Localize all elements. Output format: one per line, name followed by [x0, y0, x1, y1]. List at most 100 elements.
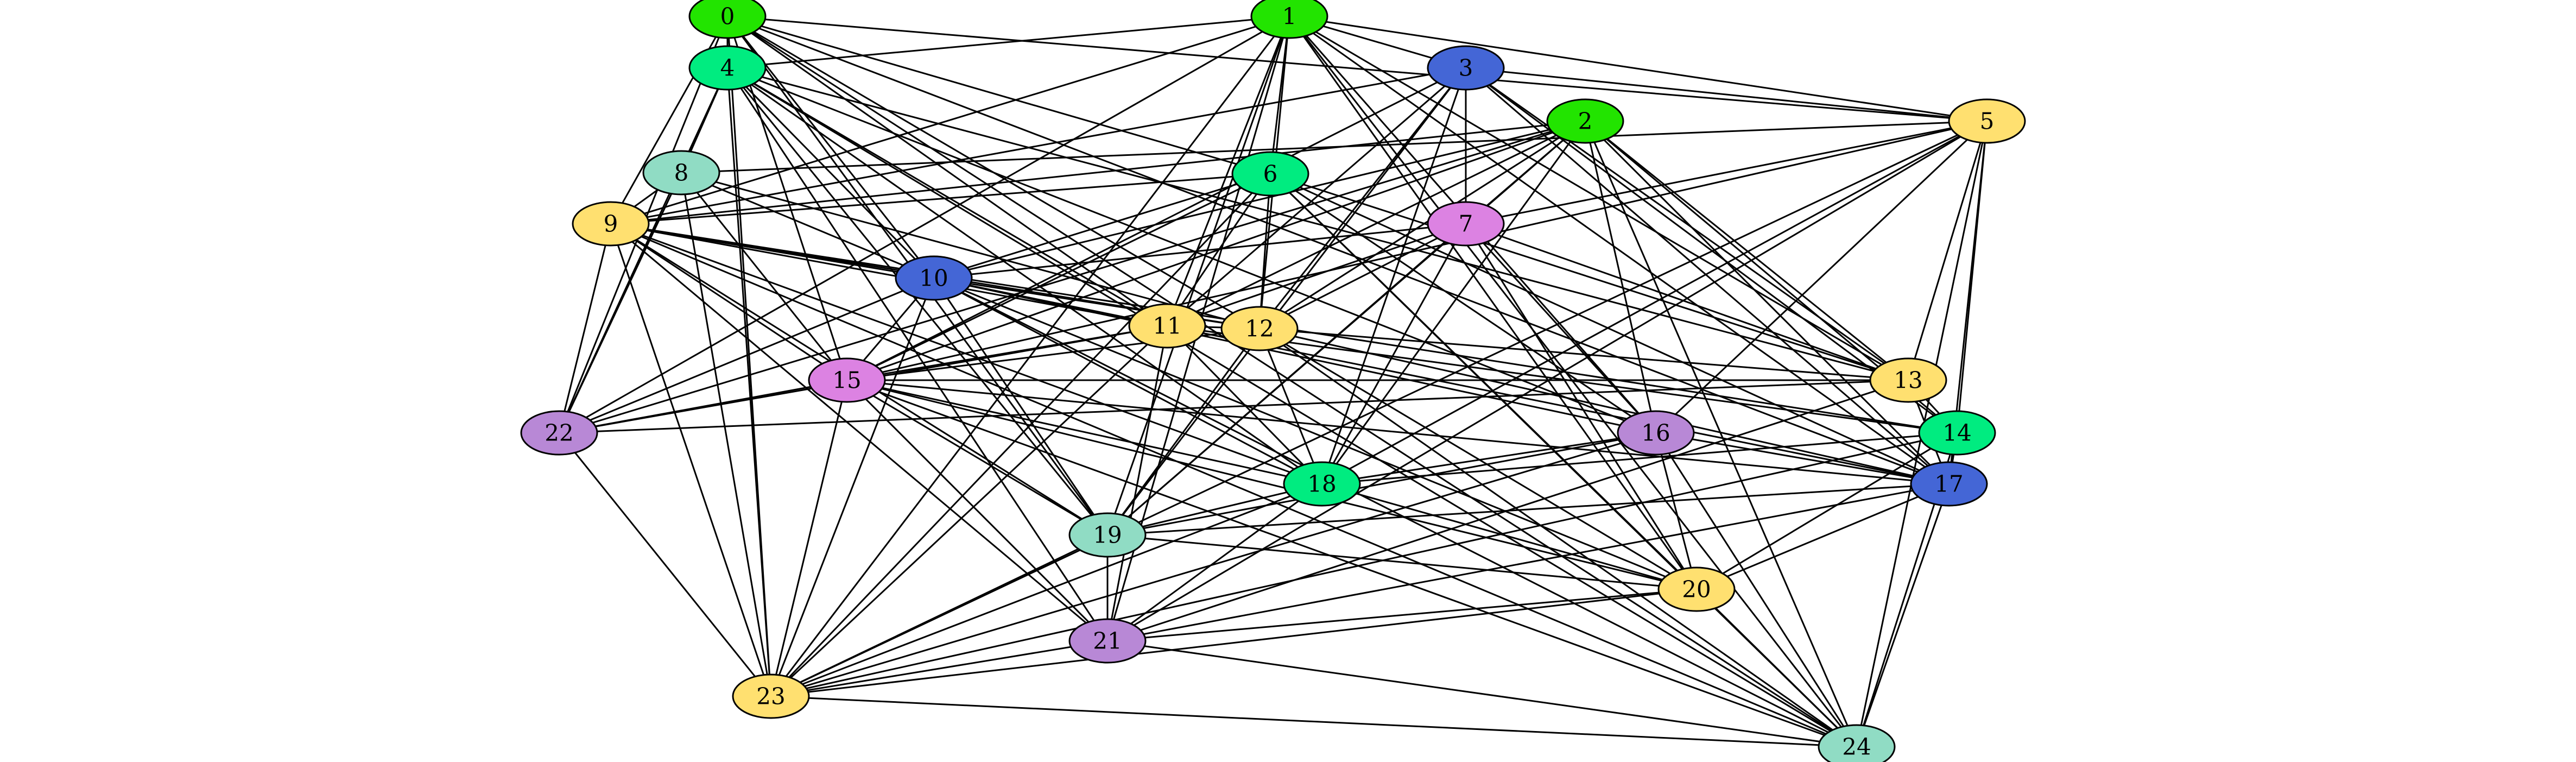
- node-label-10: 10: [919, 265, 948, 292]
- edge-16-18: [1321, 432, 1656, 485]
- graph-node-12: 12: [1220, 306, 1299, 351]
- edge-5-23: [770, 120, 1988, 697]
- graph-node-3: 3: [1427, 45, 1505, 91]
- edge-6-13: [1270, 173, 1909, 381]
- edge-15-23: [770, 380, 848, 697]
- edge-4-11: [727, 67, 1168, 327]
- edge-1-19: [1106, 16, 1290, 536]
- edge-11-17: [1167, 325, 1950, 485]
- edge-6-12: [1258, 173, 1271, 329]
- edge-4-21: [726, 67, 1109, 641]
- edge-3-15: [846, 67, 1466, 381]
- edge-12-20: [1259, 328, 1697, 590]
- edge-1-9: [610, 15, 1290, 225]
- node-label-2: 2: [1578, 108, 1593, 135]
- edge-19-20: [1107, 534, 1697, 590]
- edge-12-18: [1258, 328, 1323, 484]
- edge-12-19: [1106, 328, 1261, 536]
- node-label-7: 7: [1459, 211, 1473, 237]
- graph-node-9: 9: [572, 201, 650, 247]
- node-label-21: 21: [1093, 628, 1122, 654]
- graph-node-4: 4: [688, 45, 767, 91]
- node-ellipse-16: [1617, 410, 1695, 456]
- edge-9-22: [558, 223, 612, 433]
- edge-5-15: [846, 120, 1988, 381]
- edge-1-4: [727, 15, 1290, 69]
- edge-10-12: [933, 277, 1260, 330]
- graph-node-17: 17: [1910, 461, 1988, 507]
- graph-node-24: 24: [1818, 724, 1896, 762]
- node-label-17: 17: [1934, 471, 1963, 497]
- node-ellipse-3: [1427, 45, 1505, 91]
- edge-15-18: [846, 379, 1322, 485]
- edge-4-10: [726, 67, 935, 279]
- node-ellipse-2: [1546, 98, 1624, 144]
- node-ellipse-11: [1128, 303, 1206, 349]
- edge-3-5: [1465, 67, 1988, 122]
- node-label-14: 14: [1942, 420, 1971, 446]
- graph-node-22: 22: [520, 410, 598, 456]
- node-label-1: 1: [1282, 3, 1297, 30]
- node-label-18: 18: [1307, 471, 1336, 497]
- edge-2-16: [1584, 121, 1657, 433]
- node-label-9: 9: [604, 211, 618, 237]
- node-ellipse-20: [1657, 566, 1736, 612]
- edge-19-23: [770, 534, 1108, 697]
- edge-12-17: [1259, 328, 1950, 485]
- edge-0-5: [727, 15, 1988, 122]
- node-ellipse-4: [688, 45, 767, 91]
- node-label-3: 3: [1459, 55, 1473, 81]
- edge-4-23: [726, 67, 772, 697]
- graph-node-6: 6: [1231, 151, 1309, 197]
- graph-node-18: 18: [1283, 461, 1361, 507]
- node-label-24: 24: [1842, 734, 1871, 760]
- node-label-8: 8: [674, 160, 689, 186]
- edge-20-21: [1107, 588, 1697, 642]
- edge-3-9: [610, 67, 1466, 225]
- edge-9-24: [610, 223, 1857, 748]
- node-label-6: 6: [1263, 161, 1278, 187]
- node-ellipse-12: [1220, 306, 1299, 351]
- graph-node-2: 2: [1546, 98, 1624, 144]
- node-ellipse-6: [1231, 151, 1309, 197]
- node-label-5: 5: [1980, 108, 1995, 135]
- edge-7-13: [1465, 223, 1909, 381]
- edge-23-24: [770, 695, 1857, 748]
- node-ellipse-23: [732, 673, 810, 719]
- node-ellipse-14: [1918, 410, 1996, 456]
- node-ellipse-24: [1818, 724, 1896, 762]
- edge-7-20: [1465, 223, 1698, 590]
- node-ellipse-10: [895, 255, 973, 301]
- edge-6-16: [1270, 173, 1656, 434]
- edge-7-10: [933, 223, 1466, 279]
- edge-15-20: [846, 379, 1697, 590]
- edge-10-23: [770, 278, 935, 697]
- node-label-4: 4: [720, 55, 735, 81]
- edge-5-18: [1321, 120, 1988, 485]
- graph-node-16: 16: [1617, 410, 1695, 456]
- graph-node-19: 19: [1068, 512, 1147, 558]
- edge-5-7: [1465, 120, 1988, 225]
- edge-21-23: [770, 640, 1108, 697]
- edge-3-17: [1465, 67, 1950, 485]
- node-label-13: 13: [1894, 367, 1922, 394]
- edge-1-11: [1166, 16, 1290, 326]
- edge-0-24: [727, 15, 1857, 748]
- node-ellipse-19: [1068, 512, 1147, 558]
- edge-4-16: [727, 67, 1656, 434]
- edge-9-21: [610, 223, 1108, 642]
- edge-18-23: [770, 483, 1322, 697]
- node-ellipse-1: [1250, 0, 1328, 39]
- node-ellipse-21: [1068, 618, 1147, 664]
- edge-3-18: [1321, 67, 1467, 484]
- edge-2-13: [1585, 120, 1909, 381]
- graph-node-15: 15: [808, 357, 886, 403]
- node-ellipse-22: [520, 410, 598, 456]
- edge-4-18: [727, 67, 1322, 485]
- edge-6-15: [846, 173, 1271, 381]
- edge-1-23: [770, 16, 1290, 697]
- edge-1-17: [1289, 15, 1950, 485]
- edge-8-22: [558, 172, 682, 433]
- node-label-16: 16: [1641, 420, 1670, 446]
- edge-6-23: [770, 173, 1271, 697]
